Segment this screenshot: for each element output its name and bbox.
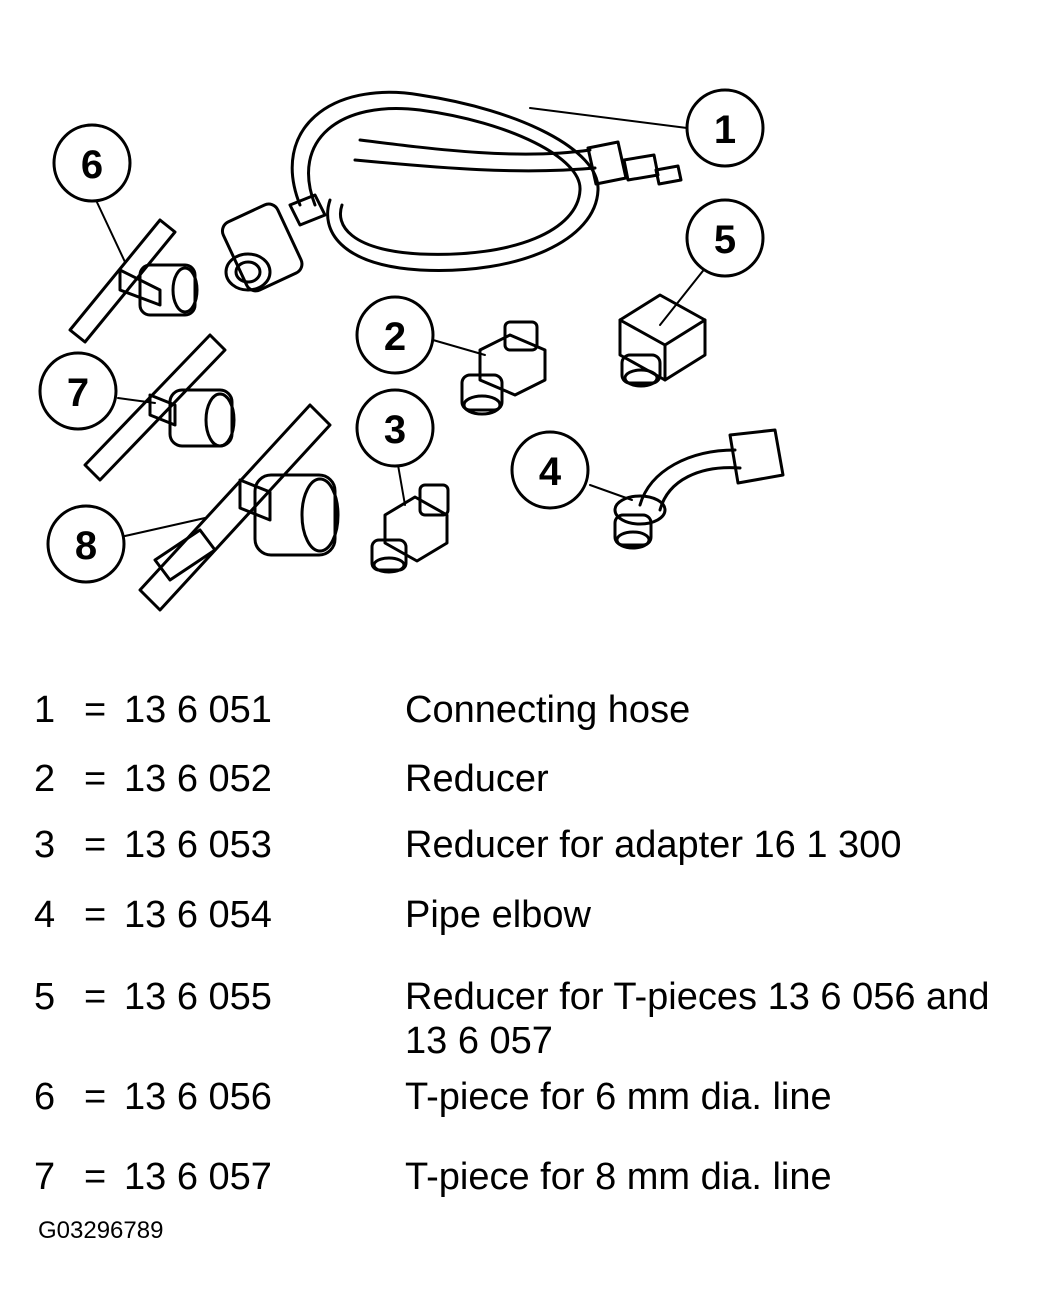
callout-label-2: 2 — [384, 315, 406, 359]
legend-description: Connecting hose — [405, 689, 691, 731]
legend-equals: = — [84, 758, 107, 800]
callout-label-5: 5 — [714, 218, 736, 262]
callout-label-4: 4 — [539, 450, 562, 494]
legend-description: Reducer — [405, 758, 549, 800]
legend-description: Reducer for adapter 16 1 300 — [405, 824, 902, 866]
legend-number: 5 — [34, 976, 56, 1018]
legend-number: 1 — [34, 689, 56, 731]
legend-description: T-piece for 6 mm dia. line — [405, 1076, 832, 1118]
legend-part-code: 13 6 052 — [124, 758, 272, 800]
callout-label-1: 1 — [714, 108, 736, 152]
parts-diagram: 1 2 3 4 5 6 7 8 — [38, 88, 785, 612]
callout-label-7: 7 — [67, 371, 89, 415]
callout-label-6: 6 — [81, 143, 103, 187]
callout-circle-5 — [685, 198, 765, 278]
legend-description: Reducer for T-pieces 13 6 056 and 13 6 0… — [405, 976, 990, 1062]
callout-circle-3 — [355, 388, 435, 468]
leader-lines — [94, 107, 711, 537]
callout-circle-6 — [52, 123, 132, 203]
legend-description: Pipe elbow — [405, 894, 591, 936]
legend-part-code: 13 6 057 — [124, 1156, 272, 1198]
legend-number: 3 — [34, 824, 56, 866]
callout-label-3: 3 — [384, 408, 406, 452]
callout-circles — [38, 88, 765, 584]
callout-label-8: 8 — [75, 524, 97, 568]
legend-number: 7 — [34, 1156, 56, 1198]
legend-part-code: 13 6 055 — [124, 976, 272, 1018]
legend-equals: = — [84, 1076, 107, 1118]
figure-id: G03296789 — [38, 1217, 164, 1244]
legend-equals: = — [84, 824, 107, 866]
legend-equals: = — [84, 976, 107, 1018]
legend-equals: = — [84, 689, 107, 731]
legend-part-code: 13 6 054 — [124, 894, 272, 936]
reducer-adapter-part — [370, 483, 450, 574]
pipe-elbow-part — [613, 428, 785, 550]
connecting-hose-part — [220, 90, 683, 293]
legend-number: 6 — [34, 1076, 56, 1118]
t-piece-8mm-part — [83, 333, 236, 482]
legend-part-code: 13 6 051 — [124, 689, 272, 731]
callout-circle-2 — [355, 295, 435, 375]
callout-circle-8 — [46, 504, 126, 584]
legend-part-code: 13 6 056 — [124, 1076, 272, 1118]
t-piece-large-part — [138, 403, 340, 612]
callout-circle-4 — [510, 430, 590, 510]
callout-circle-7 — [38, 351, 118, 431]
legend-equals: = — [84, 894, 107, 936]
reducer-t-pieces-part — [618, 293, 707, 388]
callout-circle-1 — [685, 88, 765, 168]
legend-equals: = — [84, 1156, 107, 1198]
legend-part-code: 13 6 053 — [124, 824, 272, 866]
legend-number: 2 — [34, 758, 56, 800]
reducer-part — [460, 320, 547, 416]
legend-number: 4 — [34, 894, 56, 936]
legend-description: T-piece for 8 mm dia. line — [405, 1156, 832, 1198]
t-piece-6mm-part — [68, 218, 199, 344]
